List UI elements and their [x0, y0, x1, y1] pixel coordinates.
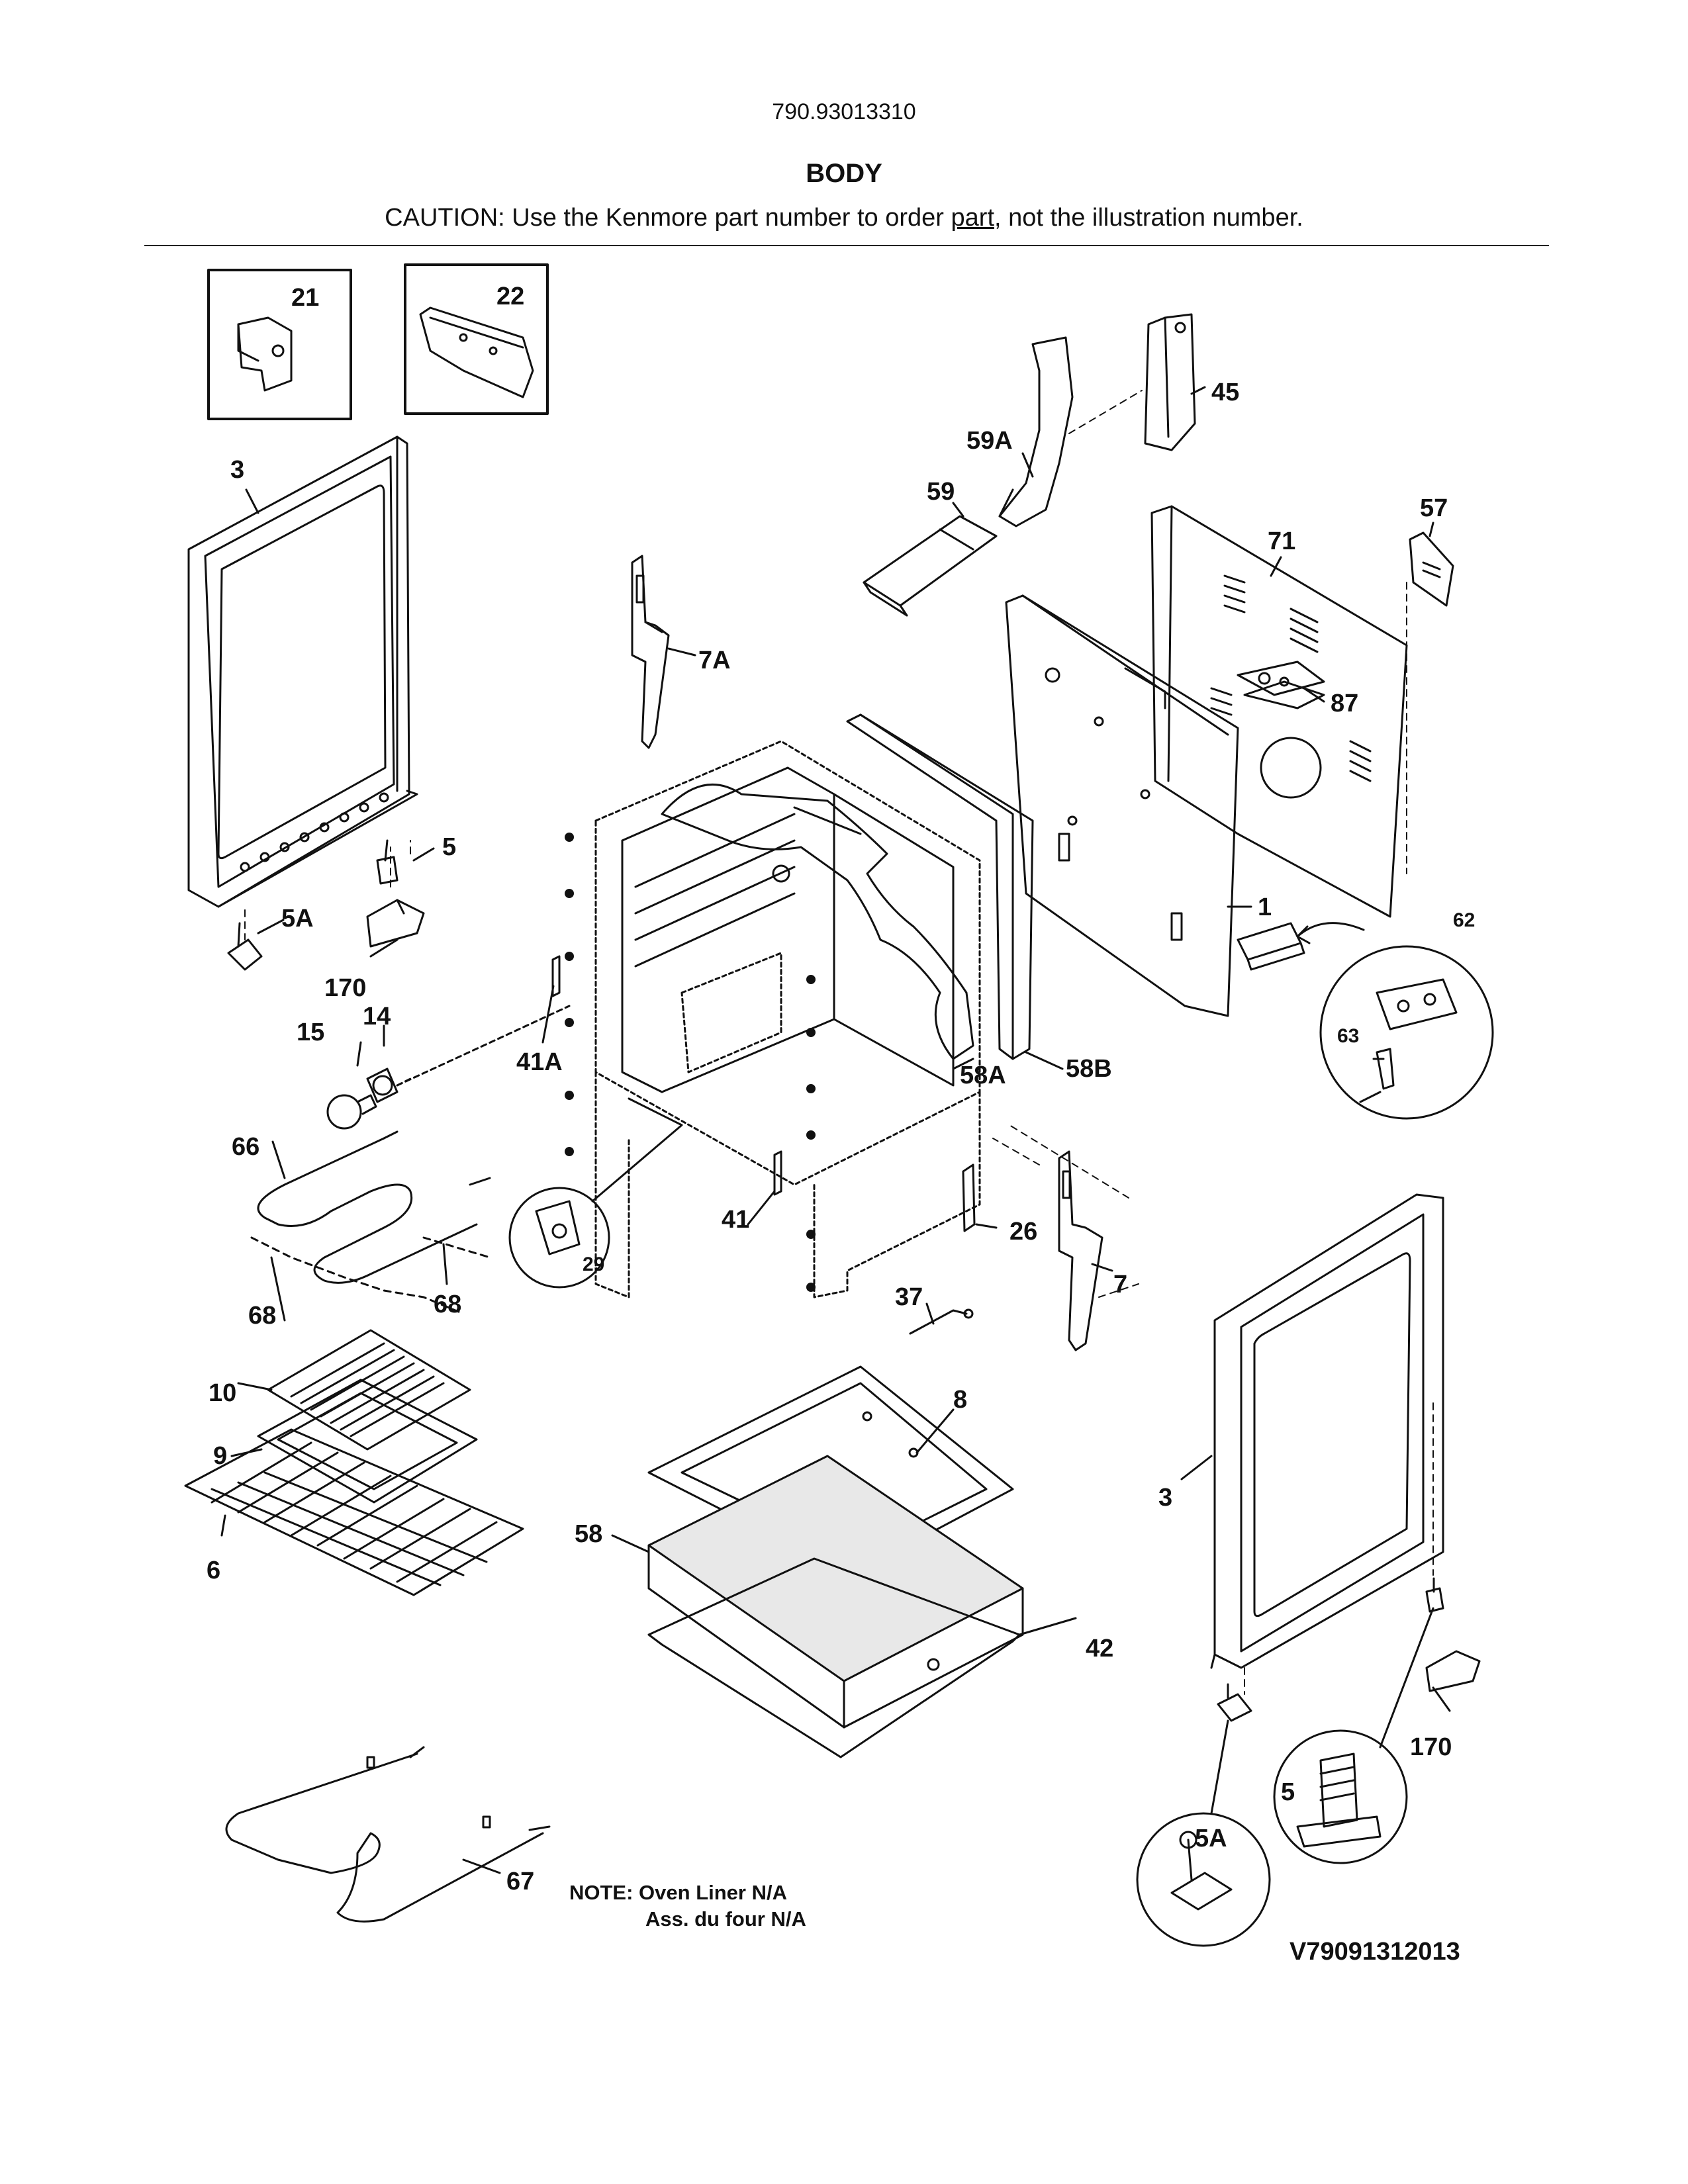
part-41-bracket — [773, 1150, 782, 1196]
part-1-back-panel — [1005, 594, 1239, 1017]
callout-45: 45 — [1211, 379, 1239, 406]
diagram-id: V79091312013 — [1289, 1938, 1460, 1966]
leader-lines — [220, 386, 1451, 1874]
part-5-leveler-left — [376, 839, 399, 885]
callout-29: 29 — [583, 1253, 604, 1275]
caution-text: CAUTION: Use the Kenmore part number to … — [385, 204, 1303, 232]
callout-41a: 41A — [516, 1048, 563, 1076]
callout-62: 62 — [1453, 909, 1475, 931]
part-66-broil-element — [257, 1130, 491, 1284]
callout-63: 63 — [1337, 1025, 1359, 1047]
callout-6: 6 — [207, 1557, 220, 1584]
callout-8: 8 — [953, 1386, 967, 1414]
callout-71: 71 — [1268, 527, 1295, 555]
callout-7a: 7A — [698, 647, 731, 674]
callout-170-right: 170 — [1410, 1733, 1452, 1761]
screws — [565, 833, 816, 1292]
part-7-hinge — [1058, 1150, 1103, 1351]
callout-58: 58 — [575, 1520, 602, 1548]
callout-1: 1 — [1258, 893, 1272, 921]
part-3-right-door — [1210, 1193, 1444, 1669]
assembly-guide-lines — [244, 390, 1434, 1695]
part-26-bracket — [962, 1163, 976, 1232]
part-58-insulation — [647, 1455, 1024, 1729]
callout-58b: 58B — [1066, 1055, 1112, 1083]
callout-7: 7 — [1113, 1271, 1127, 1298]
part-59-duct — [863, 515, 998, 617]
part-3-left-door — [187, 435, 418, 908]
part-58b-insulation — [846, 713, 1034, 1060]
part-5a-bracket-left — [227, 922, 263, 971]
part-15-bulb — [326, 1094, 377, 1130]
callout-42: 42 — [1086, 1635, 1113, 1662]
callout-170-left: 170 — [324, 974, 366, 1002]
oven-cavity — [594, 740, 981, 1298]
callout-3-right-door: 3 — [1158, 1484, 1172, 1512]
callout-5a-right: 5A — [1195, 1825, 1227, 1852]
part-5-leveler-right — [1425, 1577, 1444, 1613]
callout-57: 57 — [1420, 494, 1448, 522]
callout-68-left: 68 — [248, 1302, 276, 1330]
note-line-2: Ass. du four N/A — [645, 1907, 806, 1931]
callout-14: 14 — [363, 1003, 391, 1030]
callout-58a: 58A — [960, 1062, 1006, 1089]
part-67-bake-element — [225, 1746, 551, 1923]
section-title: BODY — [806, 159, 882, 188]
model-number: 790.93013310 — [772, 99, 916, 124]
part-14-socket — [366, 1068, 399, 1103]
part-6-oven-rack — [184, 1428, 524, 1596]
callout-9: 9 — [213, 1442, 227, 1470]
part-21-box — [207, 269, 352, 420]
callout-67: 67 — [506, 1868, 534, 1895]
part-41a-bracket — [551, 955, 561, 997]
part-170-bracket-left — [366, 899, 425, 948]
callout-59a: 59A — [966, 427, 1013, 455]
callout-5-left: 5 — [442, 833, 456, 861]
part-37-wire — [909, 1308, 974, 1335]
callout-22: 22 — [496, 283, 524, 310]
callout-68-right: 68 — [434, 1291, 461, 1318]
part-5a-bracket-right — [1217, 1683, 1252, 1722]
part-58a-insulation — [661, 784, 974, 1060]
part-5a-detail-circle — [1136, 1812, 1271, 1947]
part-42-bottom-panel — [647, 1557, 1021, 1758]
callout-59: 59 — [927, 478, 955, 506]
callout-37: 37 — [895, 1283, 923, 1311]
part-5-detail-circle — [1273, 1729, 1408, 1864]
part-71-rear-panel — [1150, 505, 1408, 918]
part-7a-hinge — [631, 555, 670, 749]
callout-15: 15 — [297, 1019, 324, 1046]
part-170-bracket-right — [1425, 1650, 1481, 1692]
part-59a-duct — [998, 336, 1074, 527]
callout-5-right: 5 — [1281, 1778, 1295, 1806]
part-57-cover — [1409, 531, 1454, 607]
callout-21: 21 — [291, 284, 319, 312]
callout-87: 87 — [1331, 690, 1358, 717]
part-62-terminal-block — [1237, 922, 1365, 971]
caution-part-word: part — [951, 204, 994, 232]
callout-5a-left: 5A — [281, 905, 314, 933]
liner-note: NOTE: Oven Liner N/A Ass. du four N/A — [569, 1880, 806, 1933]
callout-66: 66 — [232, 1133, 259, 1161]
part-62-detail-circle — [1319, 945, 1494, 1120]
callout-3-left-door: 3 — [230, 456, 244, 484]
part-87-cover — [1237, 660, 1325, 696]
part-22-box — [404, 263, 549, 415]
part-29-detail-circle — [508, 1097, 683, 1289]
note-line-1: NOTE: Oven Liner N/A — [569, 1881, 787, 1904]
header-divider — [144, 245, 1549, 246]
callout-26: 26 — [1009, 1218, 1037, 1246]
part-68-insulation-line — [250, 1236, 491, 1315]
callout-41: 41 — [722, 1206, 749, 1234]
part-10-broil-grid — [267, 1329, 471, 1451]
part-45-bracket — [1144, 313, 1196, 451]
callout-10: 10 — [209, 1379, 236, 1407]
leader-dashed-socket — [396, 1005, 571, 1087]
